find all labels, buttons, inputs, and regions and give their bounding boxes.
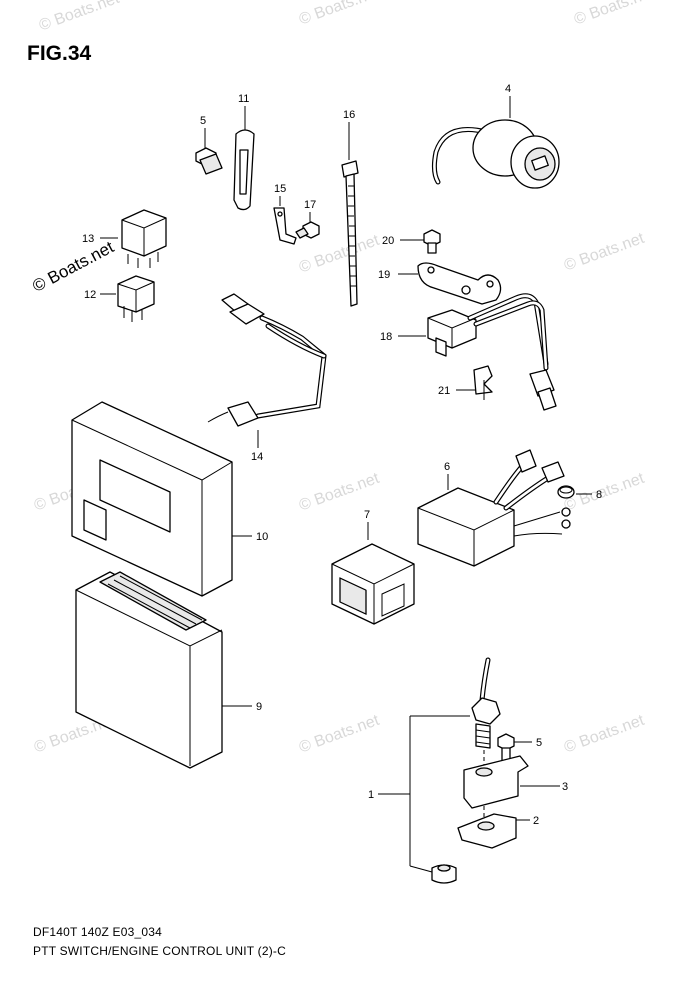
callout-2: 2 [533, 815, 539, 827]
grommet-part-8 [557, 485, 592, 499]
callout-12: 12 [84, 289, 96, 301]
callout-9: 9 [256, 701, 262, 713]
callout-5-lower: 5 [536, 737, 542, 749]
diagram-code: DF140T 140Z E03_034 [33, 925, 162, 939]
callout-19: 19 [378, 269, 390, 281]
sensor-part-18 [398, 293, 557, 411]
screw-part-17 [295, 212, 320, 239]
callout-13: 13 [82, 233, 94, 245]
plate-part-19 [398, 262, 502, 305]
harness-part-14 [207, 293, 327, 448]
callout-14: 14 [251, 451, 263, 463]
clamp-part-11 [233, 106, 255, 211]
bracket-part-15 [273, 196, 297, 245]
callout-10: 10 [256, 531, 268, 543]
callout-7: 7 [364, 509, 370, 521]
callout-21: 21 [438, 385, 450, 397]
ecu-cover-part-10 [71, 401, 252, 597]
bolt-part-5-lower [497, 733, 532, 767]
ptt-switch-part-4 [431, 96, 560, 189]
callout-20: 20 [382, 235, 394, 247]
switch-part-1 [378, 657, 501, 884]
relay-part-12 [100, 275, 155, 322]
callout-15: 15 [274, 183, 286, 195]
callout-6: 6 [444, 461, 450, 473]
cable-tie-part-16 [341, 122, 359, 307]
bolt-part-5 [195, 128, 223, 175]
callout-1: 1 [368, 789, 374, 801]
relay-part-13 [100, 209, 167, 268]
ecu-part-9 [75, 571, 252, 769]
unit-part-6 [417, 449, 571, 567]
plate-part-2 [457, 813, 530, 849]
callout-17: 17 [304, 199, 316, 211]
callout-18: 18 [380, 331, 392, 343]
callout-4: 4 [505, 83, 511, 95]
bracket-part-3 [463, 755, 560, 809]
clip-part-21 [456, 365, 493, 400]
callout-3: 3 [562, 781, 568, 793]
diagram-caption: PTT SWITCH/ENGINE CONTROL UNIT (2)-C [33, 944, 286, 958]
callout-16: 16 [343, 109, 355, 121]
callout-5: 5 [200, 115, 206, 127]
callout-11: 11 [238, 93, 249, 105]
figure-title: FIG.34 [27, 42, 92, 65]
screw-part-20 [400, 229, 441, 254]
relay-part-7 [331, 522, 415, 625]
callout-8: 8 [596, 489, 602, 501]
